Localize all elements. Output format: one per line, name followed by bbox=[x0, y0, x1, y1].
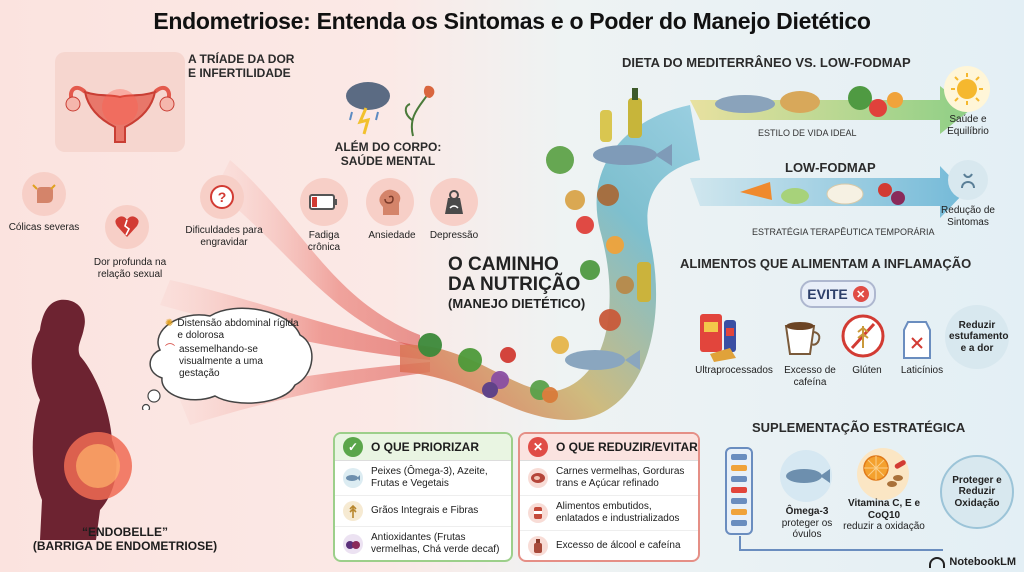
evite-label: EVITE bbox=[807, 286, 848, 302]
inflamacao-item-label: Ultraprocessados bbox=[695, 365, 773, 376]
logo-icon bbox=[929, 556, 946, 568]
caminho-heading: O CAMINHO DA NUTRIÇÃO (MANEJO DIETÉTICO) bbox=[448, 255, 608, 311]
sun-icon bbox=[944, 66, 990, 112]
x-icon: ✕ bbox=[852, 286, 869, 302]
curve-icon: ⌒ bbox=[165, 344, 175, 355]
omega-sub: proteger os óvulos bbox=[781, 517, 833, 541]
priorizar-row: Grãos Integrais e Fibras bbox=[335, 496, 511, 527]
caminho-line1: O CAMINHO bbox=[448, 254, 559, 275]
evite-badge: EVITE ✕ bbox=[800, 280, 876, 308]
low-result: Redução de Sintomas bbox=[941, 205, 995, 228]
mental-heading: ALÉM DO CORPO: SAÚDE MENTAL bbox=[333, 140, 443, 169]
inflamacao-item-label: Glúten bbox=[852, 365, 882, 376]
bubble-line2: assemelhando-se visualmente a uma gestaç… bbox=[179, 344, 263, 379]
reduzir-panel: ✕ O QUE REDUZIR/EVITAR Carnes vermelhas,… bbox=[518, 432, 700, 562]
question-pregnancy-icon: ? bbox=[200, 175, 244, 219]
endobelle-caption-line1: “ENDOBELLE” bbox=[81, 525, 168, 539]
endobelle-silhouette bbox=[31, 299, 132, 540]
reduzir-header: ✕ O QUE REDUZIR/EVITAR bbox=[520, 434, 698, 461]
priorizar-title: O QUE PRIORIZAR bbox=[371, 440, 480, 454]
mental-title-line2: SAÚDE MENTAL bbox=[340, 154, 436, 169]
suplementacao-heading: SUPLEMENTAÇÃO ESTRATÉGICA bbox=[752, 420, 966, 435]
reduzir-title: O QUE REDUZIR/EVITAR bbox=[556, 440, 698, 454]
relief-body-icon bbox=[948, 160, 988, 200]
triade-title-line1: A TRÍADE DA DOR bbox=[188, 52, 295, 66]
thought-bubble bbox=[141, 307, 313, 410]
inflamacao-item-label: Excesso de cafeína bbox=[784, 365, 836, 388]
inflamacao-result-circle: Reduzir estufamento e a dor bbox=[945, 305, 1009, 369]
berries-icon bbox=[343, 534, 363, 554]
lightbulb-icon: ✺ bbox=[165, 318, 174, 329]
reduzir-row: Excesso de álcool e cafeína bbox=[520, 531, 698, 561]
vitamin-title: Vitamina C, E e CoQ10 bbox=[847, 498, 921, 521]
low-battery-icon bbox=[300, 178, 348, 226]
x-circle-icon: ✕ bbox=[528, 437, 548, 457]
wheat-icon bbox=[343, 501, 363, 521]
reduzir-row-text: Alimentos embutidos, enlatados e industr… bbox=[556, 501, 680, 524]
triade-item-label: Dor profunda na relação sexual bbox=[93, 257, 167, 280]
fish-icon bbox=[343, 468, 363, 488]
mental-item-label: Fadiga crônica bbox=[307, 230, 341, 253]
med-result: Saúde e Equilíbrio bbox=[947, 114, 989, 137]
notebooklm-logo: NotebookLM bbox=[929, 556, 1016, 568]
reduzir-row: Carnes vermelhas, Gorduras trans e Açúca… bbox=[520, 461, 698, 496]
fist-pain-icon bbox=[22, 172, 66, 216]
can-icon bbox=[528, 503, 548, 523]
uterus-illustration bbox=[55, 52, 185, 152]
priorizar-row-text: Antioxidantes (Frutas vermelhas, Chá ver… bbox=[371, 532, 500, 555]
bottle-icon bbox=[528, 536, 548, 556]
broken-heart-icon bbox=[105, 205, 149, 249]
reduzir-row: Alimentos embutidos, enlatados e industr… bbox=[520, 496, 698, 531]
omega-label: Ômega-3 proteger os óvulos bbox=[766, 506, 848, 541]
lowfodmap-heading: LOW-FODMAP bbox=[785, 160, 876, 175]
caminho-line2: DA NUTRIÇÃO bbox=[448, 273, 581, 295]
logo-text: NotebookLM bbox=[949, 556, 1016, 568]
endobelle-caption-line2: (BARRIGA DE ENDOMETRIOSE) bbox=[32, 538, 218, 553]
vitamin-sub: reduzir a oxidação bbox=[843, 521, 925, 532]
priorizar-row-text: Grãos Integrais e Fibras bbox=[371, 505, 479, 516]
mental-item-label: Depressão bbox=[429, 230, 479, 241]
inflamacao-result: Reduzir estufamento e a dor bbox=[949, 319, 1009, 354]
triade-item-label: Cólicas severas bbox=[8, 222, 80, 233]
inflamacao-heading: ALIMENTOS QUE ALIMENTAM A INFLAMAÇÃO bbox=[680, 256, 972, 271]
mental-title-line1: ALÉM DO CORPO: bbox=[334, 140, 442, 154]
endobelle-caption: “ENDOBELLE” (BARRIGA DE ENDOMETRIOSE) bbox=[20, 525, 230, 554]
omega-title: Ômega-3 bbox=[785, 506, 829, 517]
priorizar-row: Peixes (Ômega-3), Azeite, Frutas e Veget… bbox=[335, 461, 511, 496]
suplementacao-result-circle: Proteger e Reduzir Oxidação bbox=[940, 455, 1014, 529]
endobelle-bubble-text: ✺Distensão abdominal rígida e dolorosa ⌒… bbox=[165, 318, 305, 380]
priorizar-row-text: Peixes (Ômega-3), Azeite, Frutas e Veget… bbox=[371, 466, 488, 489]
reduzir-row-text: Excesso de álcool e cafeína bbox=[556, 540, 681, 551]
inflamacao-foods-art bbox=[700, 314, 931, 362]
dieta-heading: DIETA DO MEDITERRÂNEO VS. LOW-FODMAP bbox=[622, 55, 911, 70]
mental-item-label: Ansiedade bbox=[368, 230, 416, 241]
priorizar-row: Antioxidantes (Frutas vermelhas, Chá ver… bbox=[335, 527, 511, 561]
low-caption: ESTRATÉGIA TERAPÊUTICA TEMPORÁRIA bbox=[752, 227, 935, 237]
vitamin-label: Vitamina C, E e CoQ10 reduzir a oxidação bbox=[836, 498, 932, 533]
steak-icon bbox=[528, 468, 548, 488]
caminho-line3: (MANEJO DIETÉTICO) bbox=[448, 295, 586, 311]
heavy-weight-icon bbox=[430, 178, 478, 226]
priorizar-panel: ✓ O QUE PRIORIZAR Peixes (Ômega-3), Azei… bbox=[333, 432, 513, 562]
inflamacao-item-label: Laticínios bbox=[900, 365, 944, 376]
med-caption: ESTILO DE VIDA IDEAL bbox=[758, 128, 857, 138]
check-icon: ✓ bbox=[343, 437, 363, 457]
bubble-line1: Distensão abdominal rígida e dolorosa bbox=[177, 318, 299, 341]
suplementacao-art bbox=[725, 447, 943, 551]
priorizar-header: ✓ O QUE PRIORIZAR bbox=[335, 434, 511, 461]
anxious-head-icon bbox=[366, 178, 414, 226]
suplementacao-result: Proteger e Reduzir Oxidação bbox=[952, 474, 1002, 509]
svg-text:?: ? bbox=[218, 189, 227, 205]
reduzir-row-text: Carnes vermelhas, Gorduras trans e Açúca… bbox=[556, 466, 685, 489]
storm-flower-icon bbox=[346, 82, 435, 137]
page-title: Endometriose: Entenda os Sintomas e o Po… bbox=[153, 8, 871, 34]
triade-heading: A TRÍADE DA DOR E INFERTILIDADE bbox=[188, 52, 294, 81]
triade-item-label: Dificuldades para engravidar bbox=[185, 225, 263, 248]
triade-title-line2: E INFERTILIDADE bbox=[188, 66, 291, 81]
